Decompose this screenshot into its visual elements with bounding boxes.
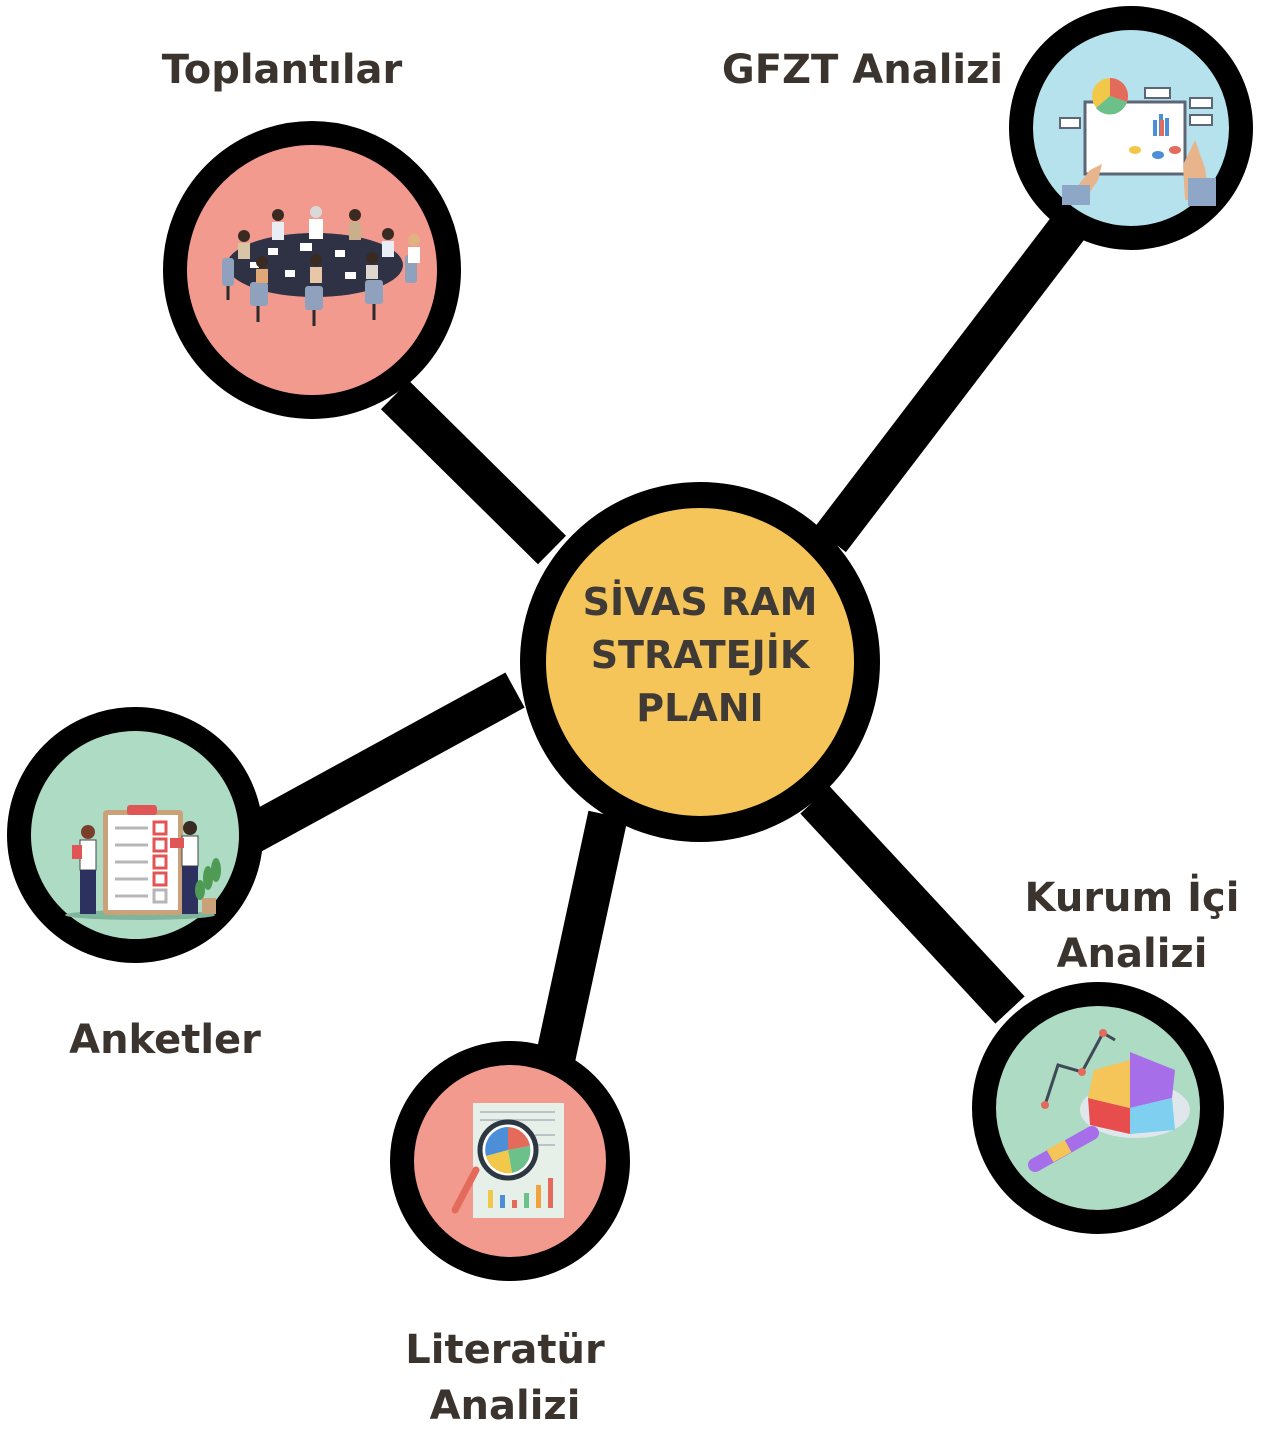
label-literatur-line-1: Literatür — [405, 1327, 605, 1373]
node-gfzt — [1009, 6, 1253, 250]
connector-gfzt — [814, 215, 1084, 553]
label-toplantilar: Toplantılar — [161, 47, 403, 93]
report-magnifier-icon — [451, 1103, 564, 1218]
label-kurum-ici-line-1: Kurum İçi — [1024, 875, 1240, 921]
label-kurum-ici-line-2: Analizi — [1056, 931, 1208, 977]
survey-checklist-icon — [65, 805, 221, 920]
center-title-line-1: SİVAS RAM — [582, 580, 818, 624]
connector-toplantilar — [380, 380, 567, 565]
connector-kurum-ici — [800, 786, 1025, 1024]
node-toplantilar — [163, 121, 461, 419]
meeting-table-icon — [222, 206, 420, 326]
label-anketler: Anketler — [69, 1017, 261, 1063]
node-literatur — [390, 1041, 630, 1281]
chart-magnifier-icon — [1028, 1029, 1190, 1172]
node-anketler — [7, 707, 263, 963]
node-kurum-ici — [972, 982, 1224, 1234]
center-title: SİVAS RAM STRATEJİK PLANI — [560, 576, 840, 735]
connector-literatur — [535, 810, 628, 1065]
label-literatur: Literatür Analizi — [375, 1322, 635, 1434]
label-kurum-ici: Kurum İçi Analizi — [1014, 870, 1250, 982]
connectors — [240, 215, 1084, 1065]
center-title-line-2: STRATEJİK — [590, 633, 810, 677]
center-node — [520, 482, 880, 842]
label-literatur-line-2: Analizi — [429, 1383, 581, 1429]
center-title-line-3: PLANI — [636, 686, 764, 730]
connector-anketler — [240, 672, 525, 853]
analysis-dashboard-icon — [1059, 77, 1216, 206]
label-gfzt: GFZT Analizi — [721, 47, 1004, 93]
